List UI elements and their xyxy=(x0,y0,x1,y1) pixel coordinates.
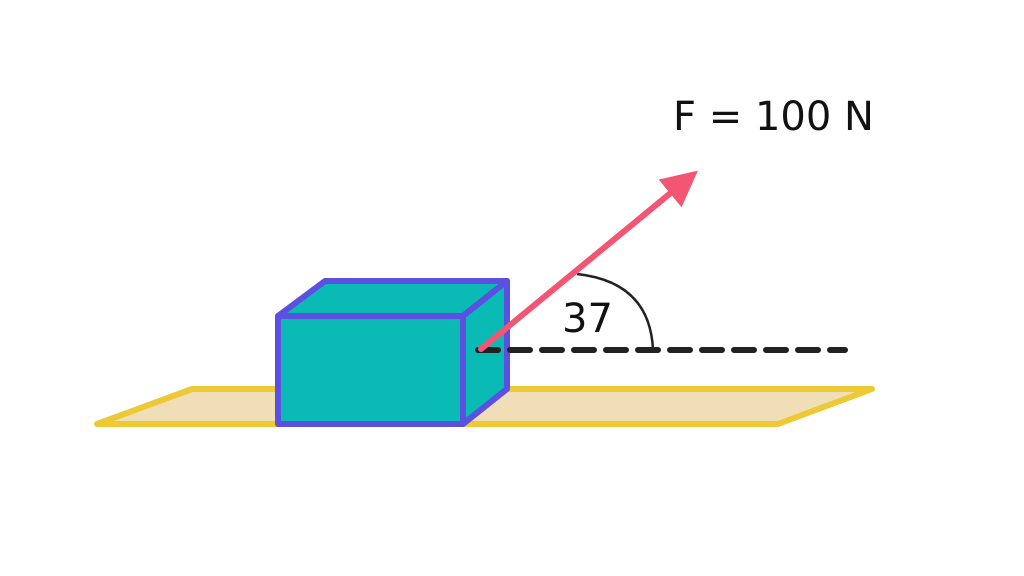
block-front-face xyxy=(275,313,466,427)
force-label: F = 100 N xyxy=(673,94,874,140)
force-arrow xyxy=(478,170,698,352)
block xyxy=(275,278,510,427)
angle-label: 37 xyxy=(562,296,613,342)
angle-arc xyxy=(576,272,655,351)
